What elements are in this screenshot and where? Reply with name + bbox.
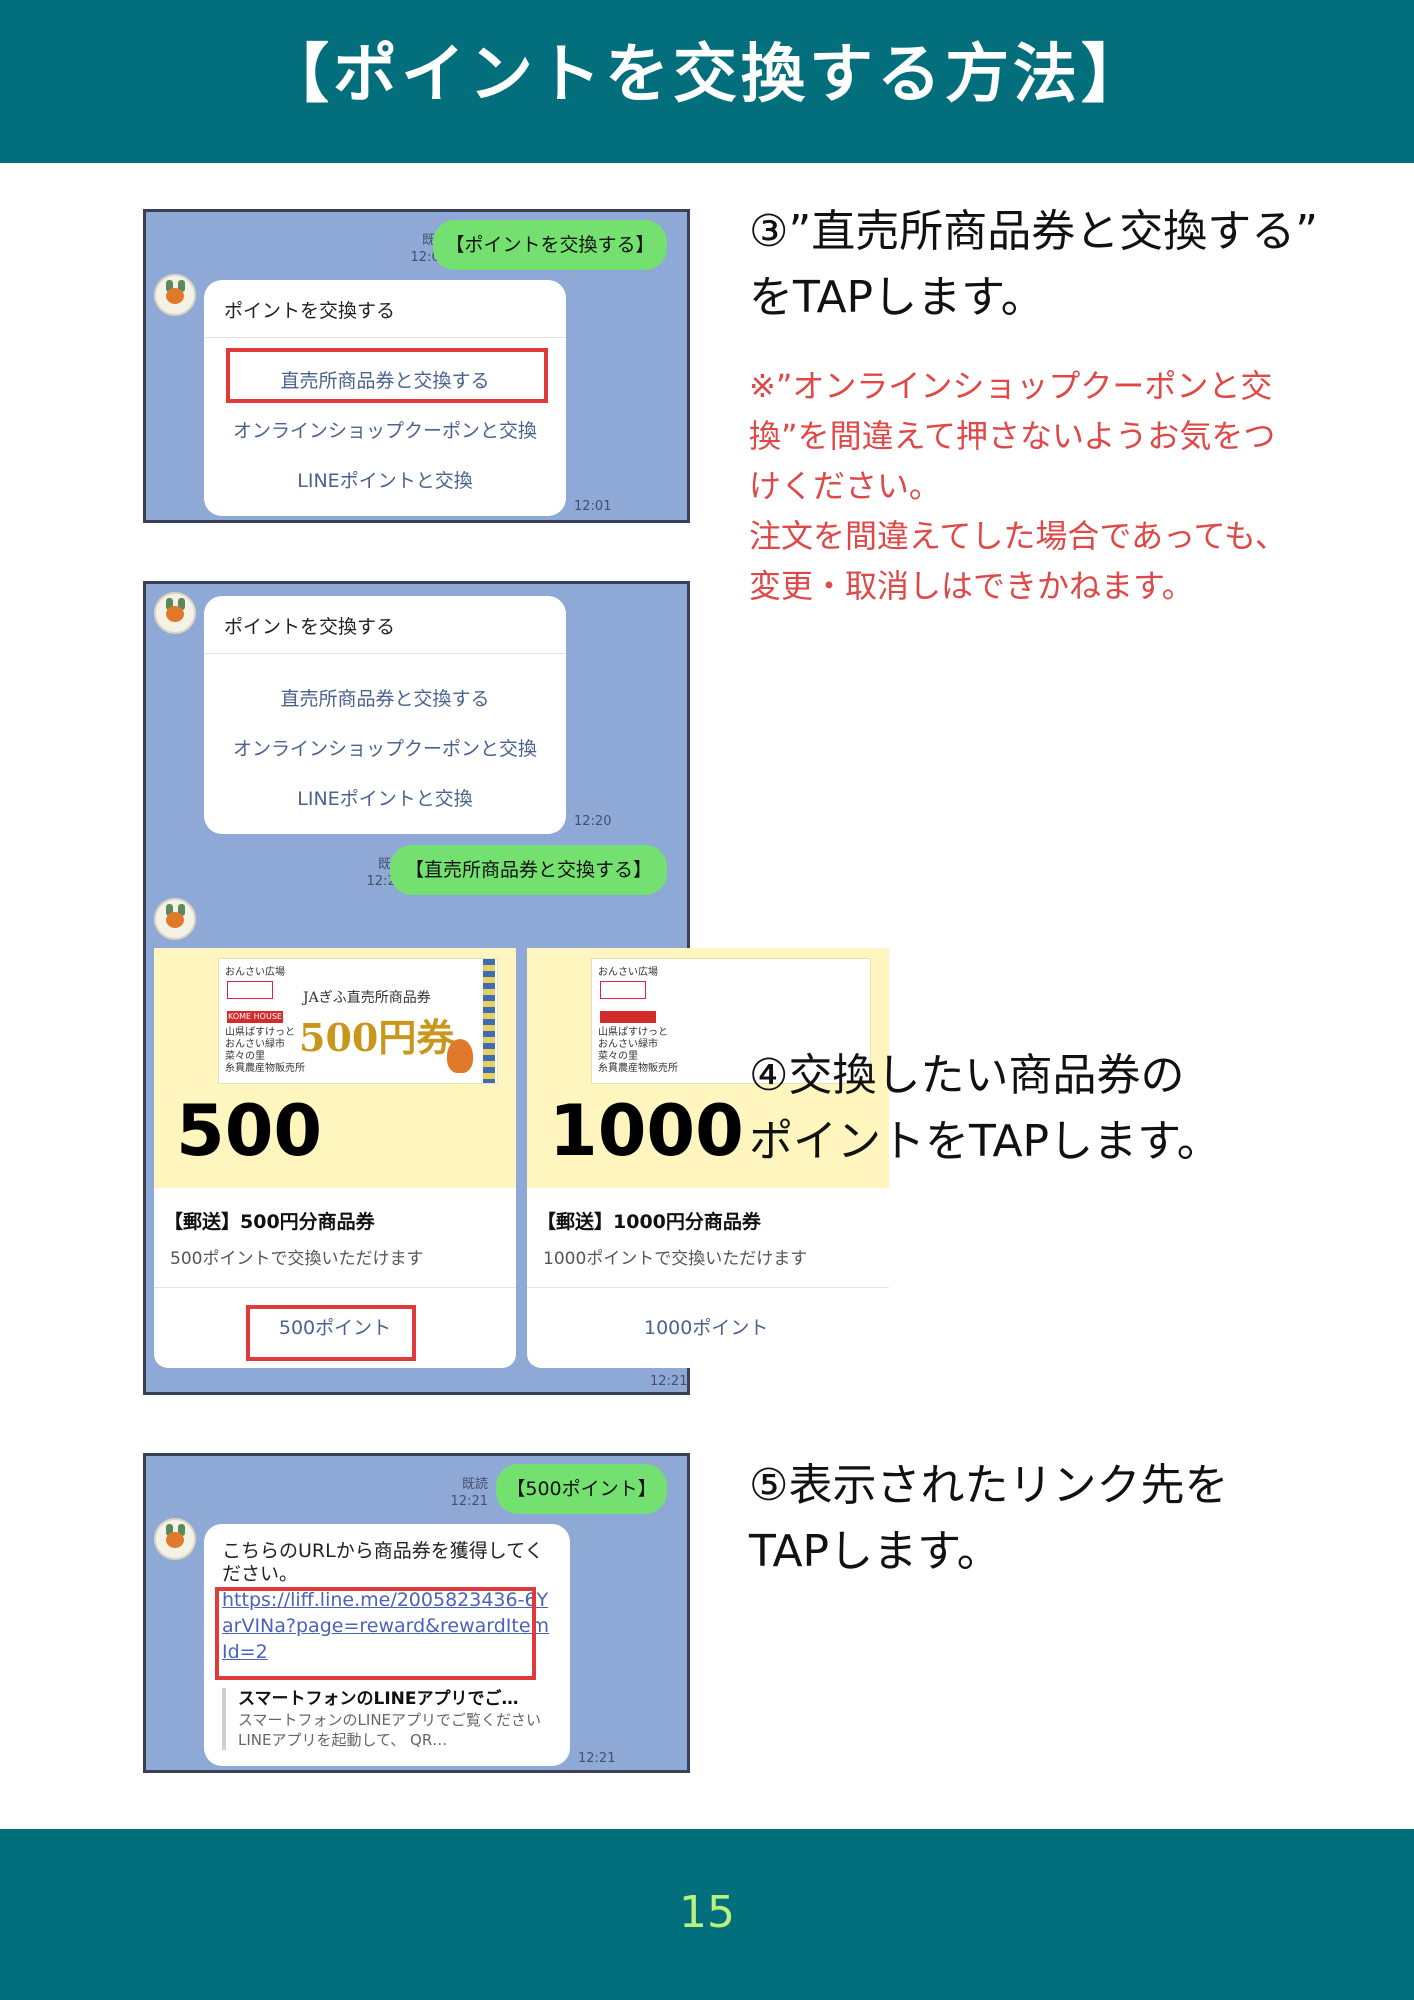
shop-name: 菜々の里 [598, 1051, 638, 1062]
step5-instruction: ⑤表示されたリンク先を TAPします。 [749, 1453, 1228, 1585]
highlight-box [226, 348, 548, 403]
voucher-badge-red [600, 1011, 656, 1023]
exchange-menu-card: ポイントを交換する 直売所商品券と交換する オンラインショップクーポンと交換 L… [204, 280, 566, 516]
page-title: 【ポイントを交換する方法】 [265, 38, 1149, 112]
highlight-box [215, 1587, 536, 1680]
step4-instruction: ④交換したい商品券の ポイントをTAPします。 [749, 1043, 1221, 1175]
ticket-points-button[interactable]: 1000ポイント [644, 1317, 769, 1339]
preview-description: スマートフォンのLINEアプリでご覧ください LINEアプリを起動して、 QR… [238, 1711, 542, 1749]
screenshot-step5: 既読 12:21 【500ポイント】 こちらのURLから商品券を獲得してください… [143, 1453, 690, 1773]
shop-name: 糸貫農産物販売所 [225, 1063, 305, 1074]
warning-line2: 換”を間違えて押さないようお気をつ [749, 417, 1276, 455]
warning-line1: ※”オンラインショップクーポンと交 [749, 367, 1273, 405]
ticket-description: 1000ポイントで交換いただけます [543, 1249, 808, 1269]
screenshot-step3: 既読 12:01 【ポイントを交換する】 ポイントを交換する 直売所商品券と交換… [143, 209, 690, 523]
shop-name: 糸貫農産物販売所 [598, 1063, 678, 1074]
sent-time: 12:21 [450, 1494, 488, 1509]
menu-item-direct-store-voucher[interactable]: 直売所商品券と交換する [280, 688, 490, 710]
page-number: 15 [679, 1887, 735, 1938]
menu-item-online-coupon[interactable]: オンラインショップクーポンと交換 [232, 420, 537, 442]
sent-message-bubble: 【500ポイント】 [496, 1464, 667, 1514]
menu-item-online-coupon[interactable]: オンラインショップクーポンと交換 [232, 738, 537, 760]
bot-avatar-icon [154, 1518, 196, 1560]
menu-item-direct-store-voucher[interactable]: 直売所商品券と交換する [280, 370, 490, 392]
ticket-points-button[interactable]: 500ポイント [278, 1317, 392, 1339]
voucher-shops: 山県ぱすけっと おんさい緑市 菜々の里 糸貫農産物販売所 [225, 1027, 305, 1075]
warning-line3: けください。 [749, 467, 942, 505]
reward-link-message: こちらのURLから商品券を獲得してください。 https://liff.line… [204, 1524, 570, 1766]
step3-line1: ③”直売所商品券と交換する” [749, 206, 1319, 257]
ticket-points-value: 1000 [549, 1090, 744, 1172]
shop-name: 山県ぱすけっと [598, 1027, 668, 1038]
sent-message-bubble: 【ポイントを交換する】 [433, 220, 667, 270]
voucher-logo-text: おんさい広場 [598, 967, 658, 978]
screenshot-step4: ポイントを交換する 直売所商品券と交換する オンラインショップクーポンと交換 L… [143, 581, 889, 1395]
bot-avatar-icon [154, 274, 196, 316]
preview-bar [222, 1688, 226, 1750]
voucher-image: おんさい広場 KOME HOUSE 山県ぱすけっと おんさい緑市 菜々の里 糸貫… [218, 958, 498, 1084]
menu-title: ポイントを交換する [224, 300, 396, 322]
warning-line4: 注文を間違えてした場合であっても、 [749, 517, 1287, 555]
step4-line2: ポイントをTAPします。 [749, 1116, 1221, 1167]
ticket-description: 500ポイントで交換いただけます [170, 1249, 424, 1269]
voucher-image: おんさい広場 山県ぱすけっと おんさい緑市 菜々の里 糸貫農産物販売所 [591, 958, 871, 1084]
footer-banner: 15 [0, 1829, 1414, 2000]
ticket-image-area: おんさい広場 KOME HOUSE 山県ぱすけっと おんさい緑市 菜々の里 糸貫… [154, 948, 516, 1188]
mascot-icon [447, 1039, 473, 1073]
voucher-badge [600, 981, 646, 999]
read-label: 既読 [461, 1477, 488, 1492]
highlight-box [246, 1305, 416, 1361]
ticket-card-1000[interactable]: おんさい広場 山県ぱすけっと おんさい緑市 菜々の里 糸貫農産物販売所 1000… [527, 948, 889, 1368]
step5-line1: ⑤表示されたリンク先を [749, 1460, 1229, 1511]
step3-instruction: ③”直売所商品券と交換する” をTAPします。 [749, 199, 1318, 331]
shop-name: おんさい緑市 [598, 1039, 658, 1050]
step5-line2: TAPします。 [749, 1526, 1001, 1577]
menu-divider [204, 653, 566, 654]
menu-divider [204, 337, 566, 338]
step3-line2: をTAPします。 [749, 272, 1045, 323]
ticket-title: 【郵送】1000円分商品券 [537, 1211, 761, 1233]
bot-avatar-icon [154, 592, 196, 634]
menu-time: 12:01 [574, 499, 612, 514]
shop-name: 山県ぱすけっと [225, 1027, 295, 1038]
warning-line5: 変更・取消しはできかねます。 [749, 567, 1194, 605]
message-time: 12:21 [578, 1751, 616, 1766]
voucher-shops: 山県ぱすけっと おんさい緑市 菜々の里 糸貫農産物販売所 [598, 1027, 678, 1075]
reward-link[interactable]: https://liff.line.me/2005823436-6YarVINa… [222, 1589, 550, 1663]
ticket-card-500[interactable]: おんさい広場 KOME HOUSE 山県ぱすけっと おんさい緑市 菜々の里 糸貫… [154, 948, 516, 1368]
ticket-title: 【郵送】500円分商品券 [164, 1211, 375, 1233]
shop-name: 菜々の里 [225, 1051, 265, 1062]
voucher-badge-text: KOME HOUSE [227, 1011, 283, 1023]
read-status: 既読 12:21 [438, 1476, 488, 1510]
carousel-time: 12:21 [650, 1374, 688, 1389]
header-banner: 【ポイントを交換する方法】 [0, 0, 1414, 163]
exchange-menu-card: ポイントを交換する 直売所商品券と交換する オンラインショップクーポンと交換 L… [204, 596, 566, 834]
voucher-amount: 500円券 [299, 1015, 455, 1060]
ticket-divider [527, 1287, 889, 1288]
menu-title: ポイントを交換する [224, 616, 396, 638]
menu-time: 12:20 [574, 814, 612, 829]
step4-line1: ④交換したい商品券の [749, 1050, 1185, 1101]
preview-title[interactable]: スマートフォンのLINEアプリでご… [238, 1689, 519, 1709]
message-text: こちらのURLから商品券を獲得してください。 [222, 1540, 544, 1585]
ticket-image-area: おんさい広場 山県ぱすけっと おんさい緑市 菜々の里 糸貫農産物販売所 1000 [527, 948, 889, 1188]
menu-item-line-points[interactable]: LINEポイントと交換 [297, 788, 473, 810]
voucher-logo-text: おんさい広場 [225, 967, 285, 978]
menu-item-line-points[interactable]: LINEポイントと交換 [297, 470, 473, 492]
ticket-points-value: 500 [176, 1090, 323, 1172]
ticket-divider [154, 1287, 516, 1288]
voucher-stripe [483, 959, 495, 1083]
voucher-heading: JAぎふ直売所商品券 [303, 990, 431, 1006]
shop-name: おんさい緑市 [225, 1039, 285, 1050]
voucher-badge [227, 981, 273, 999]
warning-note: ※”オンラインショップクーポンと交 換”を間違えて押さないようお気をつ けくださ… [749, 361, 1369, 611]
sent-message-bubble: 【直売所商品券と交換する】 [390, 845, 667, 895]
bot-avatar-icon [154, 898, 196, 940]
